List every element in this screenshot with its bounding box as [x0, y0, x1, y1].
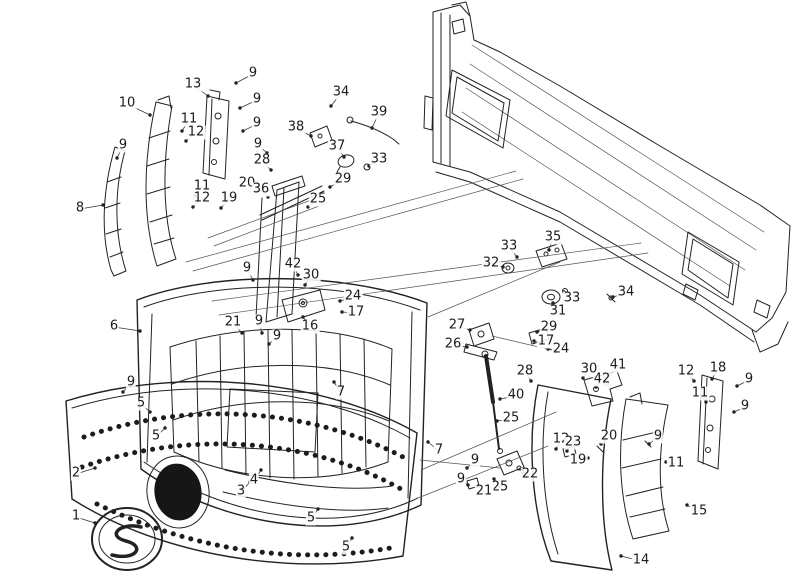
bead-trim-row-2	[79, 441, 404, 492]
stay-rod-39	[350, 120, 400, 145]
tow-hook-37	[337, 154, 355, 168]
perspective-lines	[185, 170, 649, 501]
bracket-strip-right	[697, 374, 724, 470]
logo-s-glyph	[110, 524, 143, 559]
bracket-35	[535, 242, 568, 268]
bead-trim-row-3	[94, 501, 399, 558]
cross-bar-29	[259, 185, 323, 216]
logo-badge	[91, 507, 163, 571]
plate-bracket-41	[583, 370, 623, 407]
deflector-left-outer	[103, 146, 127, 277]
bracket-27	[468, 322, 495, 347]
bumper-panel	[136, 277, 428, 527]
bracket-38	[309, 125, 333, 148]
deflector-right	[620, 392, 670, 540]
upper-fittings	[259, 116, 400, 221]
gas-strut-body	[484, 354, 495, 404]
lower-grille-panel	[65, 380, 418, 565]
lower-right-fittings	[466, 350, 652, 490]
gas-strut-rod	[492, 401, 500, 450]
cab-front-panel	[423, 1, 791, 353]
deflector-left-inner	[145, 95, 177, 267]
bead-trim-row-1	[81, 411, 408, 461]
tow-hook-31	[541, 289, 561, 305]
center-support-bracket	[255, 175, 326, 323]
right-tow-cluster	[501, 242, 616, 305]
bracket-26	[463, 343, 498, 361]
corner-panel-right	[531, 384, 613, 571]
emblem-ring	[146, 455, 210, 529]
bracket-strip-left	[202, 89, 230, 180]
bracket-22	[496, 450, 525, 476]
emblem-oval	[154, 463, 202, 521]
